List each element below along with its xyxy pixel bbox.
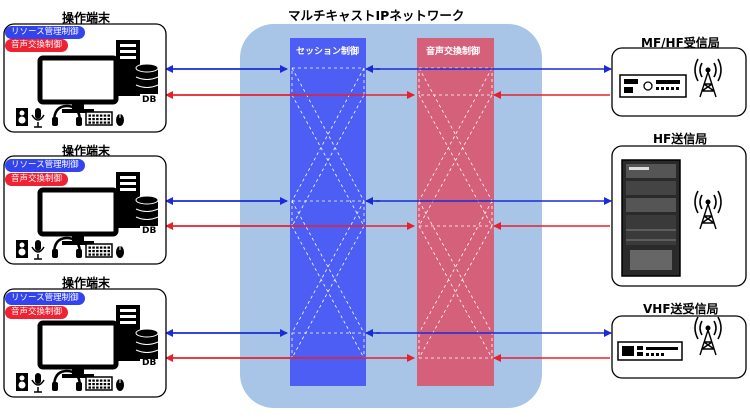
terminal-3-voice-pill: 音声交換制御 — [5, 306, 69, 319]
headphones-icon — [52, 104, 82, 126]
transceiver-rack-icon — [617, 341, 683, 361]
database-icon — [135, 63, 159, 94]
antenna-tower-icon — [694, 58, 722, 98]
multicast-network-area — [240, 24, 542, 408]
microphone-icon — [31, 373, 45, 393]
terminal-3-label: 操作端末 — [62, 276, 111, 290]
mouse-icon — [116, 114, 124, 126]
receiver-rack-icon — [619, 74, 687, 98]
keyboard-icon — [85, 111, 113, 126]
microphone-icon — [31, 240, 45, 260]
antenna-tower-icon — [694, 316, 722, 356]
antenna-tower-icon — [694, 190, 722, 230]
voice-column-label: 音声交換制御 — [426, 47, 481, 57]
row2-arrows — [165, 197, 612, 230]
mfhf-station-label: MF/HF受信局 — [641, 36, 720, 50]
session-control-column — [290, 38, 366, 386]
speaker-icon — [16, 373, 28, 391]
mouse-icon — [116, 379, 124, 391]
keyboard-icon — [85, 376, 113, 391]
terminal-1-label: 操作端末 — [62, 11, 111, 25]
terminal-2-label: 操作端末 — [62, 144, 111, 158]
terminal-3-resource-pill: リソース管理制御 — [5, 292, 85, 305]
speaker-icon — [16, 240, 28, 258]
headphones-icon — [52, 369, 82, 391]
speaker-icon — [16, 108, 28, 126]
database-icon — [135, 328, 159, 359]
row1-arrows — [165, 65, 612, 99]
terminal-1-resource-pill: リソース管理制御 — [5, 26, 85, 39]
terminal-2-db-label: DB — [142, 226, 157, 236]
terminal-1-db-label: DB — [142, 95, 157, 105]
session-column-label: セッション制御 — [296, 47, 360, 57]
voice-exchange-column — [417, 38, 494, 386]
database-icon — [135, 195, 159, 226]
transmitter-cabinet-icon — [621, 159, 681, 277]
terminal-2-voice-pill: 音声交換制御 — [5, 173, 69, 186]
microphone-icon — [31, 108, 45, 128]
row3-arrows — [165, 329, 612, 362]
headphones-icon — [52, 236, 82, 258]
hf-station-label: HF送信局 — [653, 132, 708, 146]
session-mesh-lines — [291, 67, 365, 359]
vhf-station-label: VHF送受信局 — [643, 302, 719, 316]
network-title: マルチキャストIPネットワーク — [288, 8, 465, 23]
keyboard-icon — [85, 243, 113, 258]
mouse-icon — [116, 246, 124, 258]
terminal-3-db-label: DB — [142, 358, 157, 368]
terminal-2-resource-pill: リソース管理制御 — [5, 159, 85, 172]
terminal-1-voice-pill: 音声交換制御 — [5, 39, 69, 52]
